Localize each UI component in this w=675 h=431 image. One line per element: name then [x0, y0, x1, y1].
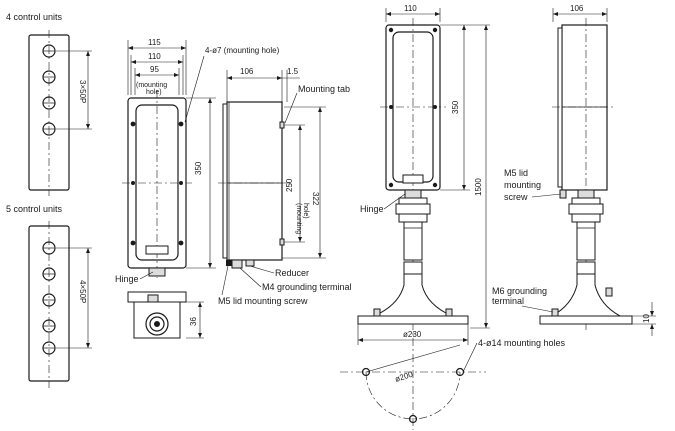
stand-front-view: 110 350 1500 Hinge	[340, 4, 566, 430]
stand-base-10: 10	[642, 314, 651, 323]
front-height-350: 350	[194, 161, 203, 175]
stand-width-110: 110	[404, 4, 417, 13]
m5-lid-screw-label: M5 lid mounting screw	[218, 296, 308, 306]
reducer	[231, 259, 243, 269]
stand-m5-label-2: mounting	[504, 180, 541, 190]
reducer-label: Reducer	[275, 268, 309, 278]
side-body	[226, 101, 283, 261]
stand-hinge-label: Hinge	[360, 204, 384, 214]
four-units-title: 4 control units	[6, 12, 63, 22]
stand-height-350: 350	[451, 100, 460, 114]
front-width-115: 115	[148, 38, 161, 47]
mounting-hole-note-1: (mounting	[136, 82, 167, 89]
side-pitch-note-1: (mounting	[295, 203, 302, 234]
side-view: 106 1.5 Mounting tab 250 (mounting hole)…	[218, 67, 352, 306]
front-view: 115 110 95 (mounting hole) 4-ø7 (mountin…	[115, 38, 280, 339]
side-pitch-note-2: hole)	[302, 203, 309, 219]
front-width-110: 110	[148, 52, 161, 61]
mounting-hole-right	[455, 367, 465, 377]
mounting-hole	[130, 121, 136, 127]
bottom-height-36: 36	[189, 317, 198, 326]
front-width-95: 95	[150, 65, 159, 74]
four-units-view: 4 control units 3×50P	[6, 12, 92, 196]
stand-m6-label-2: terminal	[492, 296, 524, 306]
mounting-hole-callout: 4-ø7 (mounting hole)	[205, 46, 280, 55]
mounting-hole	[178, 121, 184, 127]
mounting-hole-bottom	[408, 414, 418, 424]
stand-m5-label-1: M5 lid	[504, 168, 528, 178]
base-cone	[373, 273, 453, 317]
conduit-port	[145, 312, 169, 336]
side-depth-106: 106	[240, 67, 254, 76]
side-height-322: 322	[311, 192, 320, 206]
side-pitch-250: 250	[285, 178, 294, 192]
mounting-hole-note-2: hole)	[146, 89, 162, 96]
stand-side-depth-106: 106	[570, 4, 584, 13]
mounting-hole-left	[361, 367, 371, 377]
m4-grounding-terminal	[245, 259, 255, 267]
stand-m5-label-3: screw	[504, 192, 528, 202]
m6-grounding-terminal	[551, 308, 559, 317]
five-units-view: 5 control units 4×50P	[6, 204, 92, 388]
base-diameter: ø230	[403, 330, 422, 339]
side-tab-15: 1.5	[287, 67, 299, 76]
four-units-pitch: 3×50P	[78, 80, 87, 103]
mounting-hole	[178, 240, 184, 246]
base-plate	[357, 315, 469, 325]
side-lid	[222, 103, 228, 259]
five-units-title: 5 control units	[6, 204, 63, 214]
bolt-circle-diameter: ø200	[394, 370, 415, 384]
bolt-circle	[365, 371, 461, 420]
stand-m6-label-1: M6 grounding	[492, 286, 547, 296]
front-hinge-label: Hinge	[115, 274, 139, 284]
mounting-tab-label: Mounting tab	[298, 84, 350, 94]
front-lid	[135, 104, 179, 261]
five-units-pitch: 4×50P	[78, 280, 87, 303]
nameplate	[145, 245, 169, 255]
pole	[403, 221, 423, 261]
mounting-hole	[130, 240, 136, 246]
bottom-body	[133, 301, 181, 339]
mounting-tab	[279, 121, 285, 129]
stand-side-body	[561, 24, 608, 191]
stand-height-1500: 1500	[474, 178, 483, 196]
mounting-holes-label: 4-ø14 mounting holes	[478, 338, 566, 348]
stand-side-view: 106 M5 lid mounting screw M6 grounding t…	[492, 4, 656, 336]
m4-grounding-label: M4 grounding terminal	[262, 282, 352, 292]
hinge-block	[148, 267, 166, 277]
